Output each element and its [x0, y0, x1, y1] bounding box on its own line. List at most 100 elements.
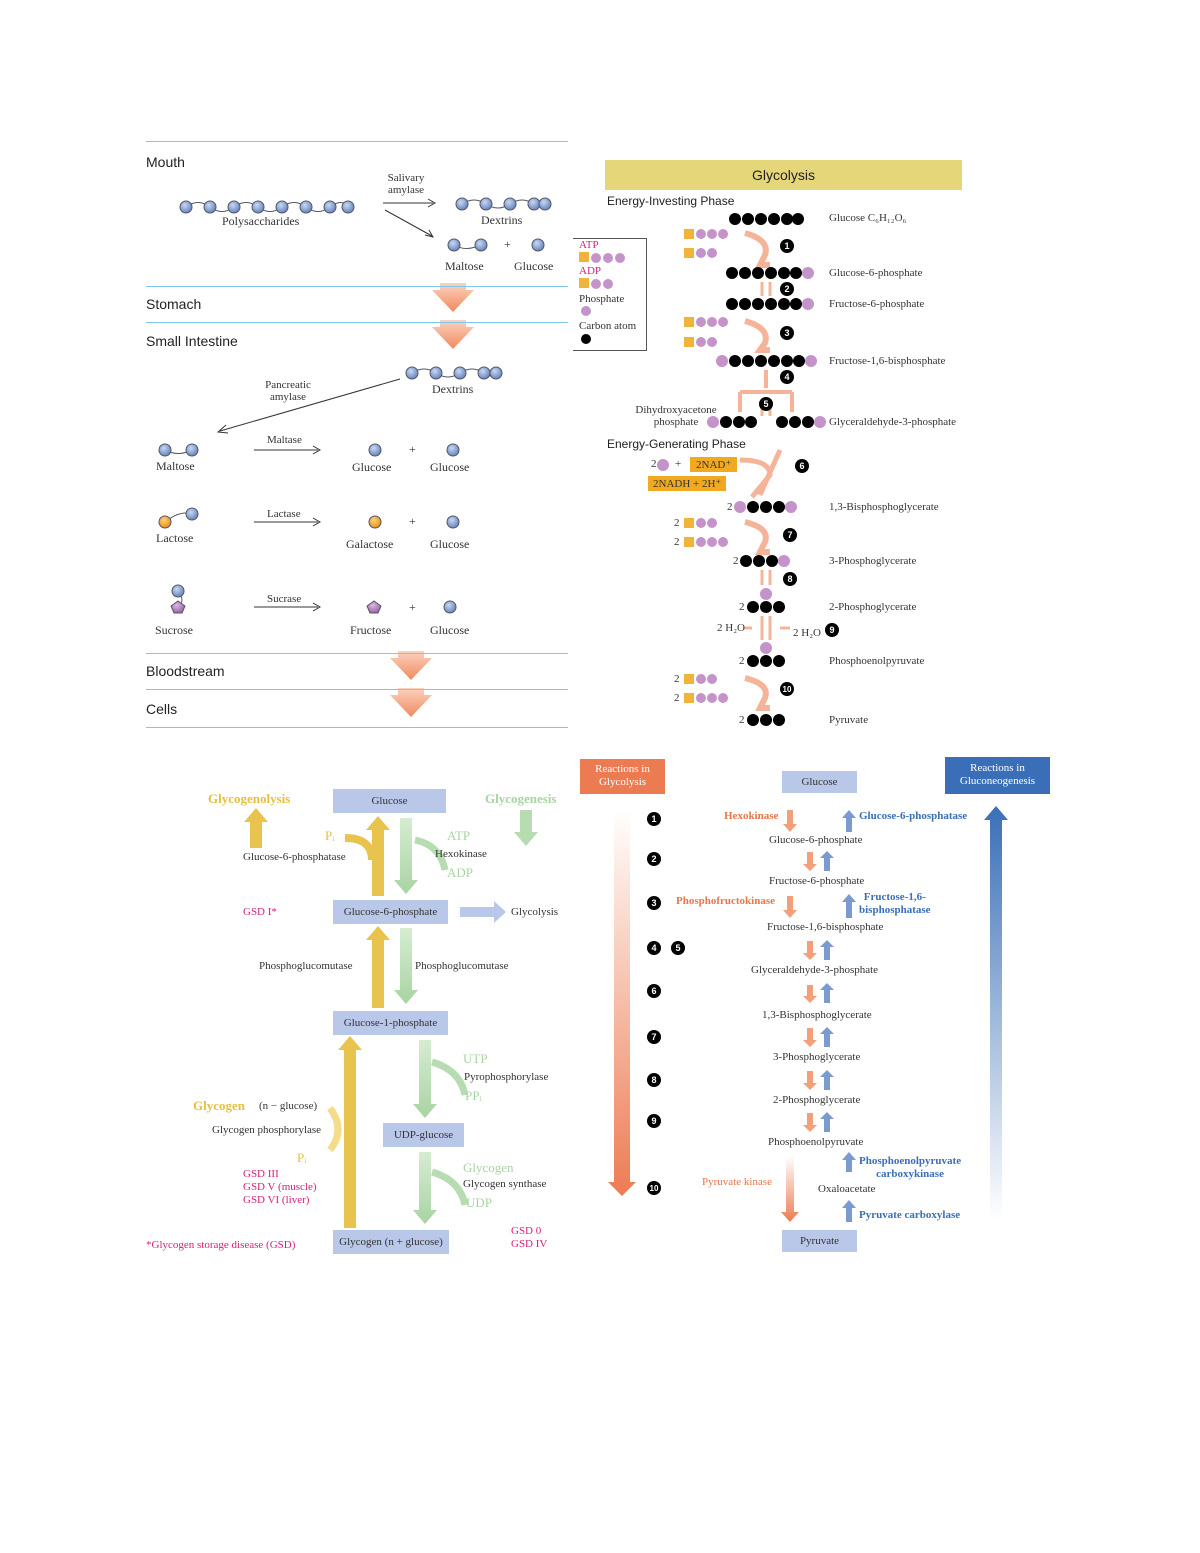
- metabolite-label: 3-Phosphoglycerate: [829, 555, 917, 567]
- down-arrow: [390, 651, 432, 680]
- coefficient: 2: [674, 673, 680, 685]
- carbon-icon: [581, 334, 591, 344]
- svg-text:4: 4: [784, 372, 789, 382]
- coefficient: 2: [674, 517, 680, 529]
- metabolite-label: Fructose-1,6-bisphosphate: [767, 921, 884, 933]
- arrow: [219, 378, 401, 432]
- udp-glucose-box: UDP-glucose: [383, 1123, 464, 1147]
- glycogen-box: Glycogen (n + glucose): [333, 1230, 449, 1254]
- pyruvate-box: Pyruvate: [782, 1230, 857, 1252]
- divider: [146, 653, 568, 654]
- sucrose-label: Sucrose: [155, 623, 193, 637]
- svg-text:6: 6: [651, 986, 656, 996]
- plus-sign: +: [409, 600, 416, 614]
- svg-text:10: 10: [783, 685, 792, 694]
- svg-text:1: 1: [784, 241, 789, 251]
- nad-badge: 2NAD⁺: [690, 457, 738, 472]
- pep-carbons: [747, 655, 785, 667]
- glycolysis-link: Glycolysis: [511, 906, 559, 918]
- lactose-molecule: [158, 507, 199, 529]
- region-cells: Cells: [146, 701, 178, 717]
- bpg-carbons: [734, 501, 797, 513]
- gluconeogenic-enzyme: Fructose-1,6- bisphosphatase: [859, 891, 931, 916]
- glycolysis-graphics: 123 456 789 10: [579, 213, 839, 726]
- enzyme-label: Phosphoglucomutase: [259, 960, 353, 972]
- metabolite-label: Glyceraldehyde-3-phosphate: [829, 416, 957, 428]
- phase-heading: Energy-Investing Phase: [607, 194, 735, 208]
- dextrin-chain: [405, 366, 503, 380]
- glycogen-input-label: Glycogen: [193, 1098, 245, 1113]
- down-arrow: [413, 1152, 437, 1224]
- fructose-molecule: [366, 600, 382, 614]
- glucose-molecule: [446, 443, 460, 457]
- g6p-box: Glucose-6-phosphate: [333, 900, 448, 924]
- f6p-carbons: [726, 298, 814, 310]
- metabolite-label: 1,3-Bisphosphoglycerate: [762, 1009, 872, 1021]
- svg-text:2: 2: [651, 854, 656, 864]
- metabolite-label: Oxaloacetate: [818, 1183, 876, 1195]
- adp-icon: [579, 278, 613, 289]
- metabolite-label: 2-Phosphoglycerate: [829, 601, 917, 613]
- digestion-graphics: [158, 197, 552, 717]
- coefficient: 2: [674, 692, 680, 704]
- gluconeogenesis-header: Reactions in Gluconeogenesis: [945, 757, 1050, 794]
- region-small-intestine: Small Intestine: [146, 333, 238, 349]
- product-label: Glucose: [430, 460, 470, 474]
- glucose-box: Glucose: [333, 789, 446, 813]
- enzyme-label: Glycogen phosphorylase: [212, 1124, 322, 1136]
- up-arrow: [366, 816, 390, 896]
- glucose-molecule: [368, 443, 382, 457]
- polysaccharides-label: Polysaccharides: [222, 214, 300, 228]
- glucose-molecule: [446, 515, 460, 529]
- legend-box: [573, 238, 647, 351]
- gluconeogenic-enzyme: Pyruvate carboxylase: [859, 1209, 961, 1221]
- right-arrow: [460, 901, 506, 923]
- glucose-carbons: [729, 213, 804, 225]
- legend-carbon: Carbon atom: [579, 320, 637, 332]
- metabolite-label: Pyruvate: [829, 714, 869, 726]
- enzyme-label: Glycogen synthase: [463, 1178, 547, 1190]
- gsd-label: GSD I*: [243, 906, 277, 918]
- metabolite-label: Glucose C₆H₁₂O₆: [829, 212, 907, 224]
- svg-text:3: 3: [784, 328, 789, 338]
- plus-sign: +: [409, 442, 416, 456]
- product-label: Glucose: [430, 623, 470, 637]
- pi-label: Pᵢ: [325, 828, 335, 843]
- product-label: Glucose: [352, 460, 392, 474]
- f16bp-carbons: [716, 355, 817, 367]
- enzyme-label: Glucose-6-phosphatase: [243, 851, 346, 863]
- metabolite-label: Glucose-6-phosphate: [769, 834, 863, 846]
- legend-phosphate: Phosphate: [579, 293, 625, 305]
- coefficient: 2: [651, 458, 657, 470]
- gluconeogenic-enzyme: Glucose-6-phosphatase: [859, 810, 968, 822]
- svg-text:4: 4: [651, 943, 656, 953]
- glucose-molecule: [531, 238, 545, 252]
- dextrins-label: Dextrins: [432, 382, 474, 396]
- svg-text:5: 5: [675, 943, 680, 953]
- 2pg-carbons: [747, 601, 785, 613]
- down-arrow: [394, 928, 418, 1004]
- gsd-label: GSD III: [243, 1168, 279, 1180]
- dhap-carbons: [707, 416, 757, 428]
- maltose-label: Maltose: [156, 459, 195, 473]
- g6p-carbons: [726, 267, 814, 279]
- metabolite-label: 2-Phosphoglycerate: [773, 1094, 861, 1106]
- divider: [146, 727, 568, 728]
- glycolysis-header: Reactions in Glycolysis: [580, 759, 665, 794]
- plus-sign: +: [409, 514, 416, 528]
- down-arrow: [390, 688, 432, 717]
- phase-heading: Energy-Generating Phase: [607, 437, 746, 451]
- adp-icon: [684, 337, 717, 347]
- coefficient: 2: [739, 655, 745, 667]
- svg-text:10: 10: [650, 1184, 659, 1193]
- coefficient: 2: [739, 714, 745, 726]
- svg-text:5: 5: [763, 399, 768, 409]
- 3pg-carbons: [740, 555, 790, 567]
- glycolytic-enzyme: Phosphofructokinase: [676, 895, 776, 907]
- glycogen-graphics: [244, 808, 538, 1228]
- svg-text:2: 2: [784, 284, 789, 294]
- up-arrow: [244, 808, 268, 848]
- pi-label: Pᵢ: [297, 1150, 307, 1165]
- divider: [146, 689, 568, 690]
- down-arrow: [394, 818, 418, 894]
